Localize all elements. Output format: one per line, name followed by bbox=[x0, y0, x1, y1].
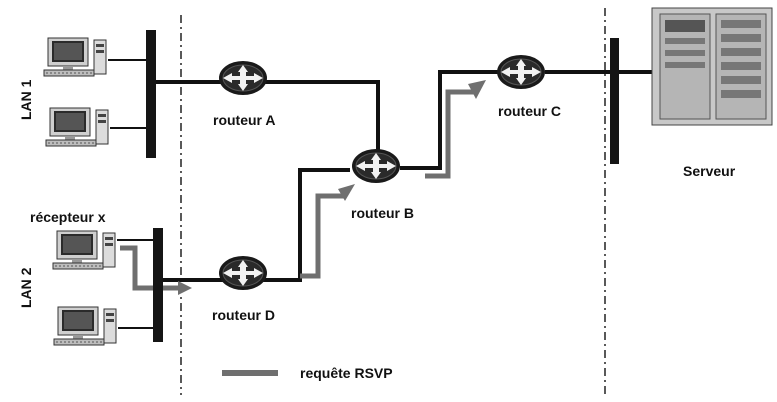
desktop-computer-icon bbox=[44, 38, 106, 76]
server-rack-icon bbox=[652, 8, 772, 125]
router-icon bbox=[352, 149, 400, 183]
legend-label: requête RSVP bbox=[300, 365, 393, 381]
network-links bbox=[153, 72, 653, 280]
router-c-label: routeur C bbox=[498, 103, 561, 119]
router-b-label: routeur B bbox=[351, 205, 414, 221]
desktop-computer-icon bbox=[46, 108, 108, 146]
lan2-label: LAN 2 bbox=[18, 267, 34, 308]
lan1-label: LAN 1 bbox=[18, 79, 34, 120]
legend: requête RSVP bbox=[222, 365, 393, 381]
desktop-computer-icon bbox=[54, 307, 116, 345]
server-bus bbox=[610, 38, 619, 164]
lan2-bus bbox=[153, 228, 163, 342]
router-icon bbox=[219, 256, 267, 290]
lan1-bus bbox=[146, 30, 156, 158]
router-d-label: routeur D bbox=[212, 307, 275, 323]
desktop-computer-icon bbox=[53, 231, 115, 269]
router-a-label: routeur A bbox=[213, 112, 275, 128]
router-icon bbox=[219, 61, 267, 95]
server-label: Serveur bbox=[683, 163, 736, 179]
router-icon bbox=[497, 55, 545, 89]
receiver-label: récepteur x bbox=[30, 209, 106, 225]
